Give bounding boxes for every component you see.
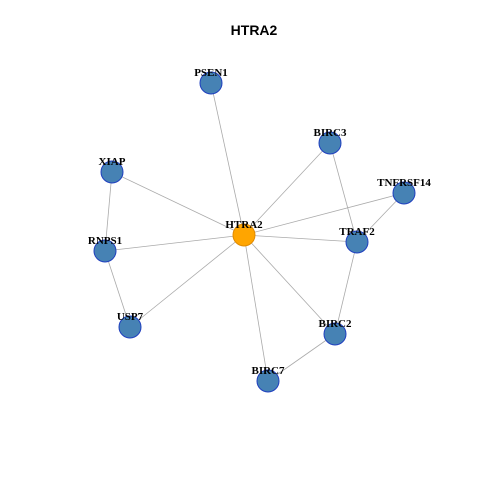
node-xiap[interactable] bbox=[100, 160, 124, 184]
edge-htra2-birc2 bbox=[243, 234, 336, 335]
edge-traf2-birc2 bbox=[334, 241, 358, 335]
node-htra2[interactable] bbox=[232, 223, 256, 247]
edge-htra2-rnps1 bbox=[104, 234, 245, 252]
edge-htra2-traf2 bbox=[243, 234, 358, 243]
diagram-title: HTRA2 bbox=[231, 22, 278, 38]
edge-htra2-xiap bbox=[111, 171, 245, 236]
node-label-xiap: XIAP bbox=[99, 156, 126, 168]
edge-htra2-birc7 bbox=[243, 234, 269, 382]
node-psen1[interactable] bbox=[199, 71, 223, 95]
node-label-usp7: USP7 bbox=[117, 311, 144, 323]
node-label-htra2: HTRA2 bbox=[225, 219, 263, 231]
edge-htra2-psen1 bbox=[210, 82, 245, 236]
node-label-birc2: BIRC2 bbox=[318, 318, 352, 330]
node-label-birc3: BIRC3 bbox=[313, 127, 347, 139]
node-label-birc7: BIRC7 bbox=[251, 365, 285, 377]
node-birc2[interactable] bbox=[323, 322, 347, 346]
node-label-traf2: TRAF2 bbox=[339, 226, 375, 238]
edge-htra2-usp7 bbox=[129, 234, 245, 328]
node-layer bbox=[93, 71, 416, 393]
node-label-tnfrsf14: TNFRSF14 bbox=[377, 177, 431, 189]
node-traf2[interactable] bbox=[345, 230, 369, 254]
node-rnps1[interactable] bbox=[93, 239, 117, 263]
node-label-psen1: PSEN1 bbox=[194, 67, 228, 79]
edge-xiap-rnps1 bbox=[104, 171, 113, 252]
node-usp7[interactable] bbox=[118, 315, 142, 339]
edge-htra2-birc3 bbox=[243, 142, 331, 236]
node-tnfrsf14[interactable] bbox=[392, 181, 416, 205]
node-label-rnps1: RNPS1 bbox=[88, 235, 122, 247]
node-birc3[interactable] bbox=[318, 131, 342, 155]
edge-birc3-traf2 bbox=[329, 142, 358, 243]
node-birc7[interactable] bbox=[256, 369, 280, 393]
edge-birc2-birc7 bbox=[267, 333, 336, 382]
edge-rnps1-usp7 bbox=[104, 250, 131, 328]
edge-htra2-tnfrsf14 bbox=[243, 192, 405, 236]
